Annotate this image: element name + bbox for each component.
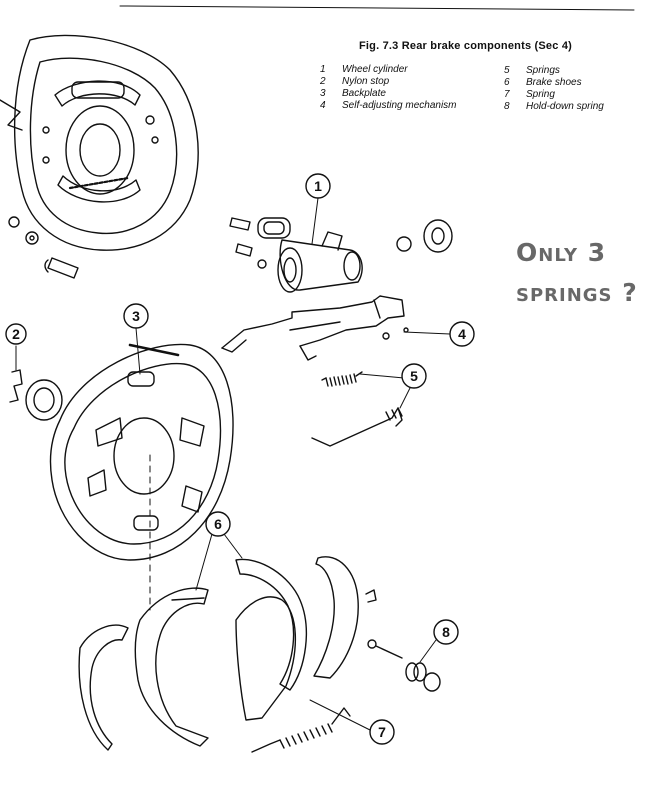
callout-8-label: 8 (442, 624, 450, 640)
callout-6-label: 6 (214, 516, 222, 532)
nylon-stop-illustration (9, 369, 63, 421)
callout-3-label: 3 (132, 308, 140, 324)
leader-line-5a (359, 373, 405, 379)
legend-number: 3 (320, 88, 326, 99)
bolt-and-washers (8, 216, 79, 279)
leader-line-3 (135, 327, 141, 375)
hold-down-spring-illustration (365, 589, 441, 692)
callout-5-label: 5 (410, 368, 418, 384)
callout-4-label: 4 (458, 326, 466, 342)
legend-label: Brake shoes (526, 77, 582, 88)
legend-label: Wheel cylinder (342, 64, 408, 75)
legend-item: 2 Nylon stop (320, 76, 457, 88)
legend-right: 5 Springs 6 Brake shoes 7 Spring 8 Hold-down… (504, 65, 604, 113)
legend-number: 6 (504, 77, 510, 88)
callout-7: 7 (369, 719, 395, 745)
legend-item: 5 Springs (504, 65, 604, 77)
leader-line-4 (403, 331, 451, 335)
legend-label: Springs (526, 65, 560, 76)
legend-item: 3 Backplate (320, 88, 457, 100)
legend-left: 1 Wheel cylinder 2 Nylon stop 3 Backplate 4… (320, 64, 457, 112)
legend-item: 6 Brake shoes (504, 77, 604, 89)
callout-1-label: 1 (314, 178, 322, 194)
springs-illustration (311, 371, 403, 447)
callout-4: 4 (449, 321, 475, 347)
callout-6: 6 (205, 511, 231, 537)
annotation-line-2: springs ? (516, 278, 638, 307)
legend-number: 4 (320, 100, 326, 111)
leader-line-1 (311, 197, 319, 245)
callout-2-label: 2 (12, 326, 20, 342)
legend-label: Backplate (342, 88, 386, 99)
backplate-illustration (49, 343, 234, 561)
spring-illustration (251, 707, 351, 753)
annotation-line-1: Only 3 (516, 238, 607, 267)
legend-item: 4 Self-adjusting mechanism (320, 100, 457, 112)
legend-item: 8 Hold-down spring (504, 101, 604, 113)
brake-shoes-illustration (78, 556, 359, 751)
figure-caption: Fig. 7.3 Rear brake components (Sec 4) (359, 40, 573, 52)
wheel-cylinder-illustration (229, 217, 453, 293)
legend-label: Spring (526, 89, 555, 100)
leader-line-7 (309, 699, 371, 731)
legend-number: 5 (504, 65, 510, 76)
self-adjusting-mechanism-illustration (221, 295, 409, 361)
callout-5: 5 (401, 363, 427, 389)
legend-number: 2 (320, 76, 326, 87)
leader-line-8 (419, 639, 437, 663)
leader-line-6b (223, 533, 243, 559)
top-rule (119, 5, 635, 11)
callout-8: 8 (433, 619, 459, 645)
legend-number: 1 (320, 64, 326, 75)
legend-label: Nylon stop (342, 76, 390, 87)
callout-2: 2 (5, 323, 27, 345)
legend-number: 7 (504, 89, 510, 100)
legend-number: 8 (504, 101, 510, 112)
callout-1: 1 (305, 173, 331, 199)
legend-item: 1 Wheel cylinder (320, 64, 457, 76)
leader-line-6a (195, 533, 213, 591)
legend-item: 7 Spring (504, 89, 604, 101)
leader-lines (15, 197, 451, 731)
assembled-brake-illustration (0, 34, 199, 251)
legend-label: Self-adjusting mechanism (342, 100, 457, 111)
callout-markers: 1 2 3 4 5 6 7 8 (5, 173, 475, 745)
legend-label: Hold-down spring (526, 101, 604, 112)
callout-3: 3 (123, 303, 149, 329)
callout-7-label: 7 (378, 724, 386, 740)
